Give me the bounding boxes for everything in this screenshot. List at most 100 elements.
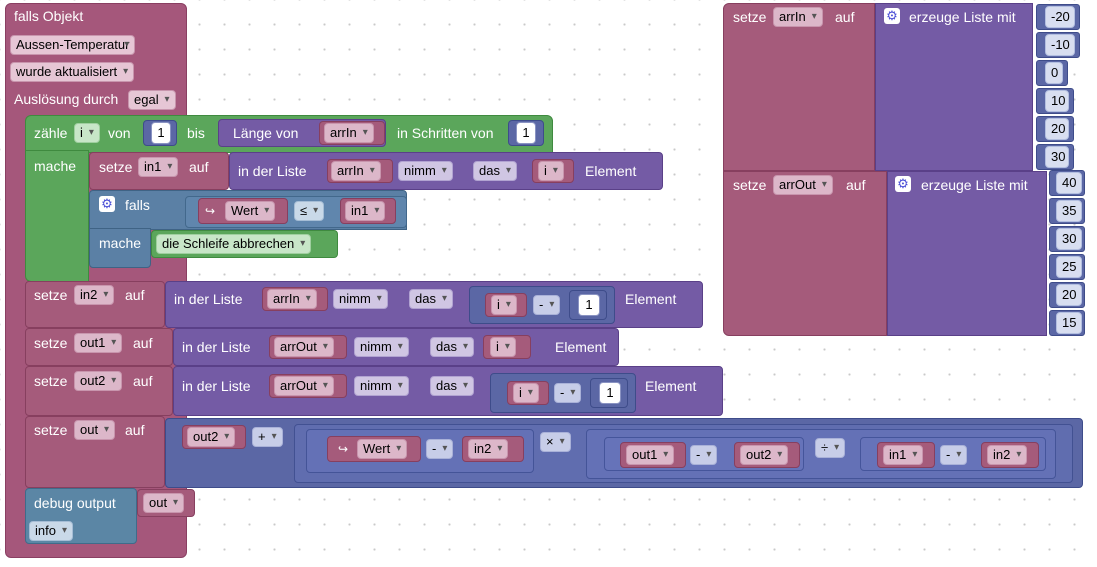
- out-div-dropdown[interactable]: ÷: [815, 438, 846, 458]
- arrIn-value-5[interactable]: 30: [1045, 146, 1069, 168]
- in2-element-label: Element: [625, 291, 677, 307]
- out1-mode-dropdown[interactable]: das: [430, 337, 474, 357]
- arrOut-create-list-block[interactable]: [887, 171, 1047, 336]
- out-minus2-dropdown[interactable]: -: [690, 445, 718, 465]
- if-do-label: mache: [99, 235, 142, 251]
- event-title: falls Objekt: [14, 8, 84, 24]
- out2-list-dropdown[interactable]: arrOut: [274, 376, 334, 396]
- if-label: falls: [125, 197, 150, 213]
- out1-get-dropdown[interactable]: nimm: [354, 337, 409, 357]
- set-in2-var-dropdown[interactable]: in2: [74, 285, 115, 305]
- in2-mode-dropdown[interactable]: das: [409, 289, 453, 309]
- debug-level-dropdown[interactable]: info: [29, 521, 73, 541]
- out2-index-dropdown[interactable]: i: [513, 383, 539, 403]
- set-out2-set-label: setze: [34, 373, 68, 389]
- out2-element-label: Element: [645, 378, 697, 394]
- trigger-dropdown[interactable]: wurde aktualisiert: [10, 62, 135, 82]
- in2-index-dropdown[interactable]: i: [491, 295, 517, 315]
- in2-offset-number[interactable]: 1: [578, 294, 600, 316]
- in2-list-dropdown[interactable]: arrIn: [267, 289, 317, 309]
- set-out1-set-label: setze: [34, 335, 68, 351]
- out-plus-dropdown[interactable]: +: [252, 427, 283, 447]
- in1-list-dropdown[interactable]: arrIn: [331, 161, 381, 181]
- arrOut-value-2[interactable]: 30: [1056, 228, 1082, 250]
- set-out1-var-dropdown[interactable]: out1: [74, 333, 123, 353]
- set-in1-set-label: setze: [99, 159, 133, 175]
- arrOut-value-4[interactable]: 20: [1056, 284, 1082, 306]
- out-times-dropdown[interactable]: ×: [540, 432, 571, 452]
- arrOut-value-3[interactable]: 25: [1056, 256, 1082, 278]
- debug-label: debug output: [34, 495, 116, 511]
- loop-var-dropdown[interactable]: i: [74, 123, 100, 143]
- set-in1-to-label: auf: [189, 159, 209, 175]
- in2-get-dropdown[interactable]: nimm: [333, 289, 388, 309]
- out-d-dropdown[interactable]: out2: [740, 445, 789, 465]
- set-out1-to-label: auf: [133, 335, 153, 351]
- arrIn-value-2[interactable]: 0: [1045, 62, 1063, 84]
- out2-offset-number[interactable]: 1: [599, 382, 621, 404]
- arrOut-value-0[interactable]: 40: [1056, 172, 1082, 194]
- set-arrOut-block[interactable]: [723, 171, 887, 336]
- set-arrOut-var-dropdown[interactable]: arrOut: [773, 175, 833, 195]
- out2-minus-dropdown[interactable]: -: [554, 383, 582, 403]
- loop-do-label: mache: [34, 158, 77, 174]
- out-e-dropdown[interactable]: in1: [883, 445, 924, 465]
- arrOut-value-5[interactable]: 15: [1056, 312, 1082, 334]
- gear-icon[interactable]: ⚙: [895, 176, 911, 192]
- in1-get-dropdown[interactable]: nimm: [398, 161, 453, 181]
- out-c-dropdown[interactable]: out1: [626, 445, 675, 465]
- break-loop-dropdown[interactable]: die Schleife abbrechen: [156, 234, 312, 254]
- set-arrOut-to-label: auf: [846, 177, 866, 193]
- arrIn-value-1[interactable]: -10: [1045, 34, 1075, 56]
- length-list-dropdown[interactable]: arrIn: [324, 123, 374, 143]
- triggered-by-label: Auslösung durch: [14, 91, 119, 107]
- loop-from-label: von: [108, 125, 131, 141]
- set-out-to-label: auf: [125, 422, 145, 438]
- value-arrow-icon: ↪: [205, 204, 216, 218]
- in1-mode-dropdown[interactable]: das: [473, 161, 517, 181]
- out-minus1-dropdown[interactable]: -: [426, 439, 454, 459]
- arrIn-value-0[interactable]: -20: [1045, 6, 1075, 28]
- triggered-by-dropdown[interactable]: egal: [128, 90, 176, 110]
- loop-count-label: zähle: [34, 125, 68, 141]
- set-out-var-dropdown[interactable]: out: [74, 420, 116, 440]
- set-in2-set-label: setze: [34, 287, 68, 303]
- in2-minus-dropdown[interactable]: -: [533, 295, 561, 315]
- compare-operand-dropdown[interactable]: in1: [345, 201, 386, 221]
- arrIn-create-list-block[interactable]: [875, 3, 1033, 171]
- in2-in-list-label: in der Liste: [174, 291, 243, 307]
- debug-var-dropdown[interactable]: out: [143, 493, 185, 513]
- gear-icon[interactable]: ⚙: [884, 8, 900, 24]
- set-arrIn-block[interactable]: [723, 3, 875, 171]
- set-out2-var-dropdown[interactable]: out2: [74, 371, 123, 391]
- out-f-dropdown[interactable]: in2: [987, 445, 1028, 465]
- out-value-arrow-icon: ↪: [338, 442, 349, 456]
- arrOut-value-1[interactable]: 35: [1056, 200, 1082, 222]
- out-minus3-dropdown[interactable]: -: [940, 445, 968, 465]
- out1-list-dropdown[interactable]: arrOut: [274, 337, 334, 357]
- in1-index-dropdown[interactable]: i: [538, 161, 564, 181]
- step-label: in Schritten von: [397, 125, 494, 141]
- compare-op-dropdown[interactable]: ≤: [294, 201, 325, 221]
- loop-to-label: bis: [187, 125, 205, 141]
- gear-icon[interactable]: ⚙: [99, 196, 115, 212]
- set-arrIn-to-label: auf: [835, 9, 855, 25]
- step-number[interactable]: 1: [516, 122, 536, 144]
- from-number[interactable]: 1: [151, 122, 171, 144]
- set-arrIn-set-label: setze: [733, 9, 767, 25]
- out2-get-dropdown[interactable]: nimm: [354, 376, 409, 396]
- object-dropdown[interactable]: Aussen-Temperatur: [10, 35, 136, 55]
- arrIn-value-4[interactable]: 20: [1045, 118, 1069, 140]
- out2-mode-dropdown[interactable]: das: [430, 376, 474, 396]
- length-of-label: Länge von: [233, 125, 299, 141]
- out1-element-label: Element: [555, 339, 607, 355]
- out1-index-dropdown[interactable]: i: [490, 337, 516, 357]
- out-a-dropdown[interactable]: out2: [187, 427, 236, 447]
- arrIn-value-3[interactable]: 10: [1045, 90, 1069, 112]
- arrIn-create-label: erzeuge Liste mit: [909, 9, 1016, 25]
- value-dropdown[interactable]: Wert: [225, 201, 276, 221]
- out-value-dropdown[interactable]: Wert: [357, 439, 408, 459]
- set-in1-var-dropdown[interactable]: in1: [138, 157, 179, 177]
- set-arrIn-var-dropdown[interactable]: arrIn: [773, 7, 823, 27]
- out-b-dropdown[interactable]: in2: [468, 439, 509, 459]
